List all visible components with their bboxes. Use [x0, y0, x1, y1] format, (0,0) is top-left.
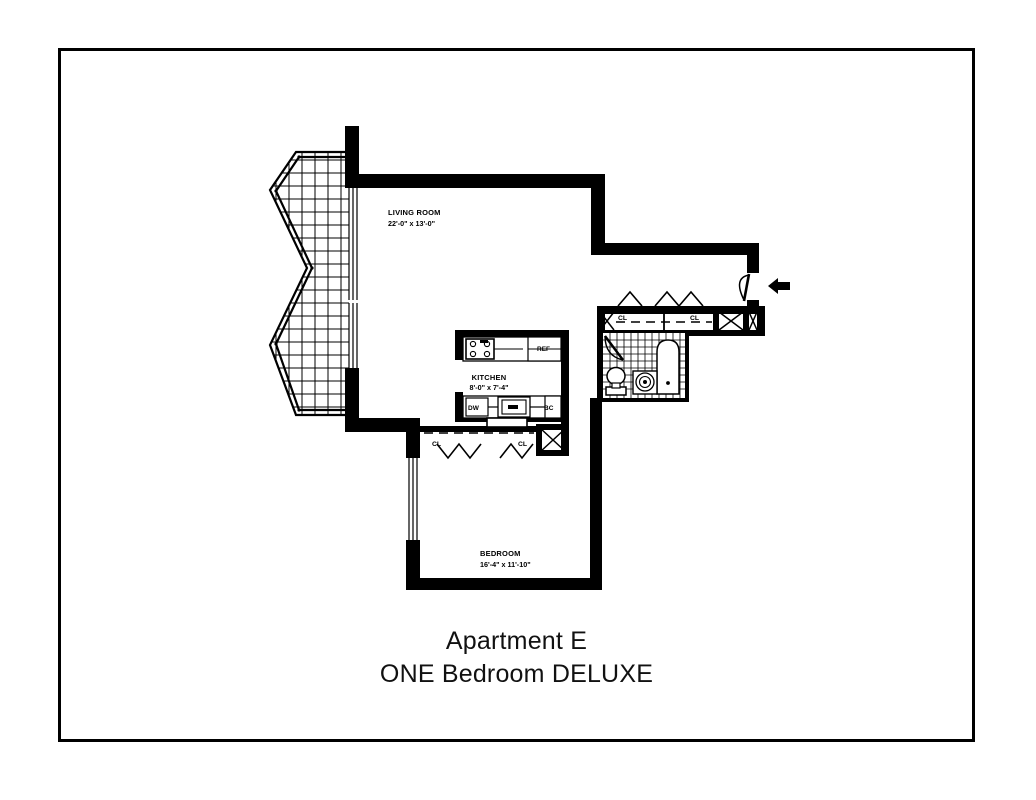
- title-block: Apartment E ONE Bedroom DELUXE: [58, 625, 975, 691]
- apartment-subtitle: ONE Bedroom DELUXE: [379, 660, 654, 688]
- page-border-frame: [58, 48, 975, 742]
- apartment-title: Apartment E: [445, 627, 588, 655]
